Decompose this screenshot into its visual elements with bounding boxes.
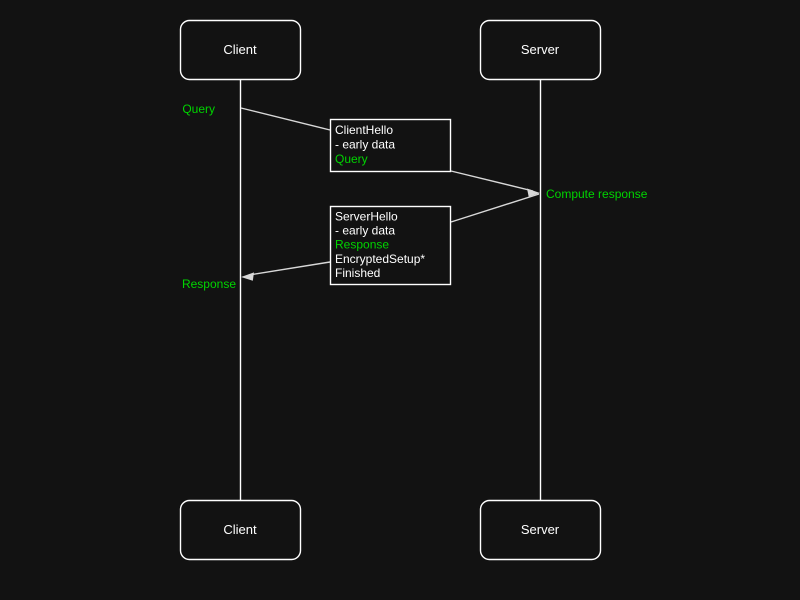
actor-box-shape	[179, 19, 302, 81]
lifeline-note-response: Response	[182, 277, 236, 291]
arrow-serverhello-segment-right	[450, 193, 540, 223]
actor-server-bottom[interactable]: Server	[479, 499, 602, 561]
actor-box-shape	[179, 499, 302, 561]
actor-label-client-top: Client	[223, 42, 257, 57]
message-box-serverhello[interactable]: ServerHello - early data Response Encryp…	[329, 205, 452, 286]
actor-box-shape	[479, 499, 602, 561]
actor-client-top[interactable]: Client	[179, 19, 302, 81]
message-box-shape	[329, 205, 452, 286]
message-line-serverhello-0: ServerHello	[335, 210, 398, 224]
arrow-clienthello-segment-right	[450, 170, 534, 192]
message-box-clienthello[interactable]: ClientHello - early data Query	[329, 118, 452, 173]
message-box-shape	[329, 118, 452, 173]
lifeline-note-compute-response: Compute response	[546, 187, 648, 201]
actor-label-client-bottom: Client	[223, 522, 257, 537]
arrowhead-clienthello	[527, 188, 540, 197]
actor-client-bottom[interactable]: Client	[179, 499, 302, 561]
message-line-serverhello-2: Response	[335, 238, 389, 252]
actor-label-server-top: Server	[521, 42, 560, 57]
message-line-clienthello-1: - early data	[335, 138, 395, 152]
message-line-serverhello-1: - early data	[335, 224, 395, 238]
arrowhead-serverhello	[241, 272, 254, 281]
actor-box-shape	[479, 19, 602, 81]
actor-server-top[interactable]: Server	[479, 19, 602, 81]
arrow-clienthello-segment-left	[240, 107, 331, 131]
lifeline-note-query: Query	[182, 102, 215, 116]
message-line-clienthello-0: ClientHello	[335, 123, 393, 137]
message-line-clienthello-2: Query	[335, 152, 368, 166]
message-line-serverhello-4: Finished	[335, 266, 380, 280]
actor-label-server-bottom: Server	[521, 522, 560, 537]
arrow-serverhello-segment-left	[248, 261, 331, 276]
message-line-serverhello-3: EncryptedSetup*	[335, 252, 425, 266]
